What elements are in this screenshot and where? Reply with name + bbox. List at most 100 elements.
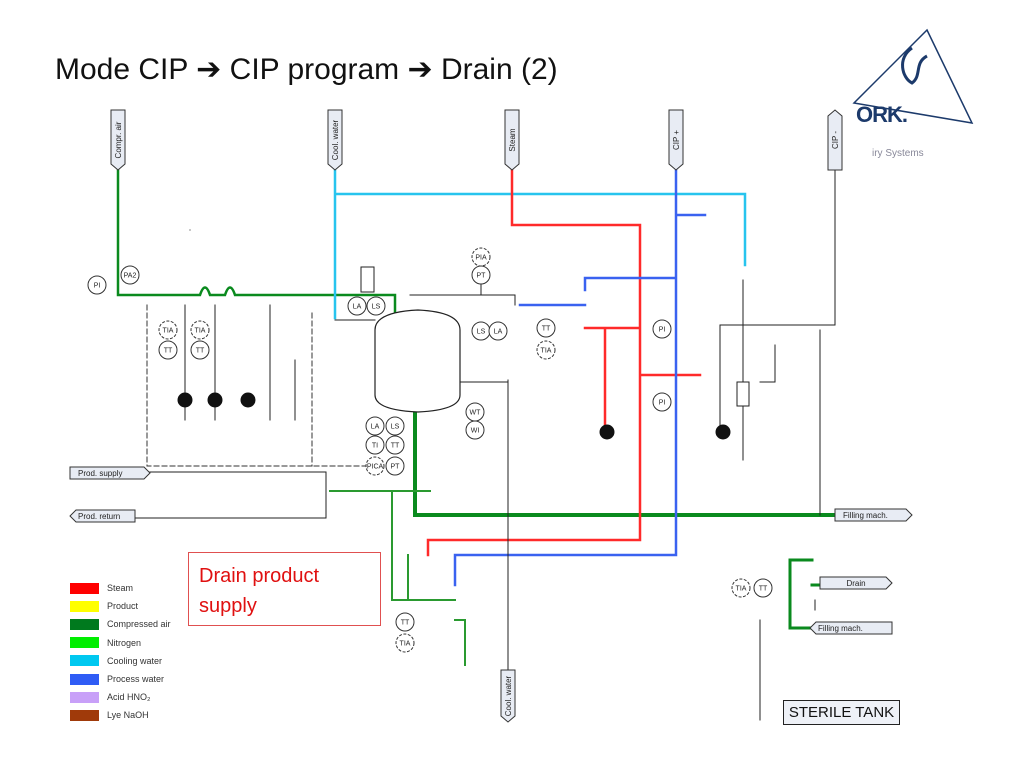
prod-supply-green bbox=[329, 490, 466, 666]
svg-text:Steam: Steam bbox=[508, 128, 517, 151]
instrument-wi: WI bbox=[465, 420, 485, 440]
legend-label: Lye NaOH bbox=[107, 710, 149, 721]
connector-cool-water-out: Cool. water bbox=[500, 669, 516, 723]
legend-item: Process water bbox=[70, 670, 171, 688]
svg-text:Drain: Drain bbox=[846, 579, 865, 588]
svg-text:LA: LA bbox=[494, 329, 503, 336]
svg-text:TT: TT bbox=[542, 326, 551, 333]
legend-label: Steam bbox=[107, 583, 134, 594]
legend-item: Acid HNO₂ bbox=[70, 688, 171, 706]
svg-text:Cool. water: Cool. water bbox=[331, 119, 340, 160]
legend-swatch bbox=[70, 673, 99, 685]
legend-item: Nitrogen bbox=[70, 634, 171, 652]
instrument-tt: TT bbox=[395, 612, 415, 632]
instrument-la: LA bbox=[488, 321, 508, 341]
svg-text:Filling mach.: Filling mach. bbox=[818, 624, 863, 633]
legend-item: Steam bbox=[70, 579, 171, 597]
instrument-tt: TT bbox=[753, 578, 773, 598]
signal-lines bbox=[134, 169, 836, 721]
svg-text:PI: PI bbox=[659, 400, 666, 407]
legend-label: Process water bbox=[107, 674, 165, 685]
svg-text:LS: LS bbox=[391, 424, 400, 431]
svg-text:TT: TT bbox=[196, 348, 205, 355]
connector-prod-return: Prod. return bbox=[69, 509, 136, 523]
instrument-ls: LS bbox=[471, 321, 491, 341]
instrument-pi: PI bbox=[87, 275, 107, 295]
svg-text:TT: TT bbox=[759, 586, 768, 593]
legend-item: Product bbox=[70, 597, 171, 615]
legend-label: Cooling water bbox=[107, 655, 163, 666]
drain-green bbox=[788, 558, 837, 630]
legend-label: Acid HNO₂ bbox=[107, 692, 151, 703]
svg-text:PT: PT bbox=[391, 464, 401, 471]
svg-text:TIA: TIA bbox=[736, 586, 747, 593]
connector-filling-mach-2: Filling mach. bbox=[809, 621, 893, 635]
svg-text:TT: TT bbox=[391, 443, 400, 450]
pump-icons bbox=[177, 392, 731, 440]
instrument-pt: PT bbox=[471, 265, 491, 285]
svg-text:Prod. supply: Prod. supply bbox=[78, 469, 122, 478]
legend-swatch bbox=[70, 655, 99, 667]
logo-subtitle: iry Systems bbox=[872, 148, 924, 159]
legend-item: Lye NaOH bbox=[70, 706, 171, 724]
svg-text:LS: LS bbox=[372, 304, 381, 311]
logo-brand: ORK. bbox=[856, 102, 908, 127]
svg-text:CIP -: CIP - bbox=[831, 131, 840, 149]
legend-item: Compressed air bbox=[70, 615, 171, 633]
svg-text:TIA: TIA bbox=[195, 328, 206, 335]
instrument-pa2: PA2 bbox=[120, 265, 140, 285]
drain-product-supply-callout: Drain product supply bbox=[188, 552, 381, 626]
sterile-tank-vessel bbox=[374, 309, 461, 413]
svg-text:PI: PI bbox=[94, 283, 101, 290]
connector-cool-water-in: Cool. water bbox=[327, 109, 343, 171]
svg-text:TIA: TIA bbox=[541, 348, 552, 355]
instrument-tia: TIA bbox=[158, 320, 178, 340]
svg-text:TI: TI bbox=[372, 443, 378, 450]
svg-text:PICA: PICA bbox=[367, 464, 384, 471]
instrument-tt: TT bbox=[385, 435, 405, 455]
legend-swatch bbox=[70, 618, 99, 630]
svg-text:Compr. air: Compr. air bbox=[114, 121, 123, 158]
legend-swatch bbox=[70, 691, 99, 703]
svg-text:TIA: TIA bbox=[163, 328, 174, 335]
sterile-tank-label: STERILE TANK bbox=[783, 700, 900, 725]
svg-text:PA2: PA2 bbox=[124, 273, 137, 280]
dashed-boundary bbox=[146, 304, 366, 467]
product-line-thick bbox=[413, 408, 837, 517]
instrument-ti: TI bbox=[365, 435, 385, 455]
process-water-line bbox=[453, 168, 707, 587]
svg-text:PT: PT bbox=[477, 273, 487, 280]
svg-text:LS: LS bbox=[477, 329, 486, 336]
instrument-pi: PI bbox=[652, 319, 672, 339]
instrument-tia: TIA bbox=[731, 578, 751, 598]
svg-text:TT: TT bbox=[401, 620, 410, 627]
svg-text:PIA: PIA bbox=[475, 255, 487, 262]
connector-cip-plus: CIP + bbox=[668, 109, 684, 171]
compr-air-line bbox=[116, 168, 397, 314]
logo-triangle-icon bbox=[852, 28, 974, 124]
svg-text:Filling mach.: Filling mach. bbox=[843, 511, 888, 520]
svg-text:TIA: TIA bbox=[400, 641, 411, 648]
legend-label: Nitrogen bbox=[107, 637, 142, 648]
connector-prod-supply: Prod. supply bbox=[69, 466, 151, 480]
legend-swatch bbox=[70, 600, 99, 612]
svg-text:LA: LA bbox=[353, 304, 362, 311]
instrument-tt: TT bbox=[190, 340, 210, 360]
instrument-tia: TIA bbox=[536, 340, 556, 360]
cooling-water-line bbox=[333, 168, 747, 320]
legend-swatch bbox=[70, 709, 99, 721]
instrument-pica: PICA bbox=[365, 456, 385, 476]
instrument-tt: TT bbox=[536, 318, 556, 338]
steam-line bbox=[426, 168, 702, 557]
instrument-la: LA bbox=[365, 416, 385, 436]
connector-steam: Steam bbox=[504, 109, 520, 171]
legend-label: Compressed air bbox=[107, 619, 171, 630]
svg-text:Cool. water: Cool. water bbox=[504, 675, 513, 716]
instrument-pi: PI bbox=[652, 392, 672, 412]
page-title: Mode CIP ➔ CIP program ➔ Drain (2) bbox=[55, 53, 558, 86]
instrument-pt: PT bbox=[385, 456, 405, 476]
svg-text:TT: TT bbox=[164, 348, 173, 355]
